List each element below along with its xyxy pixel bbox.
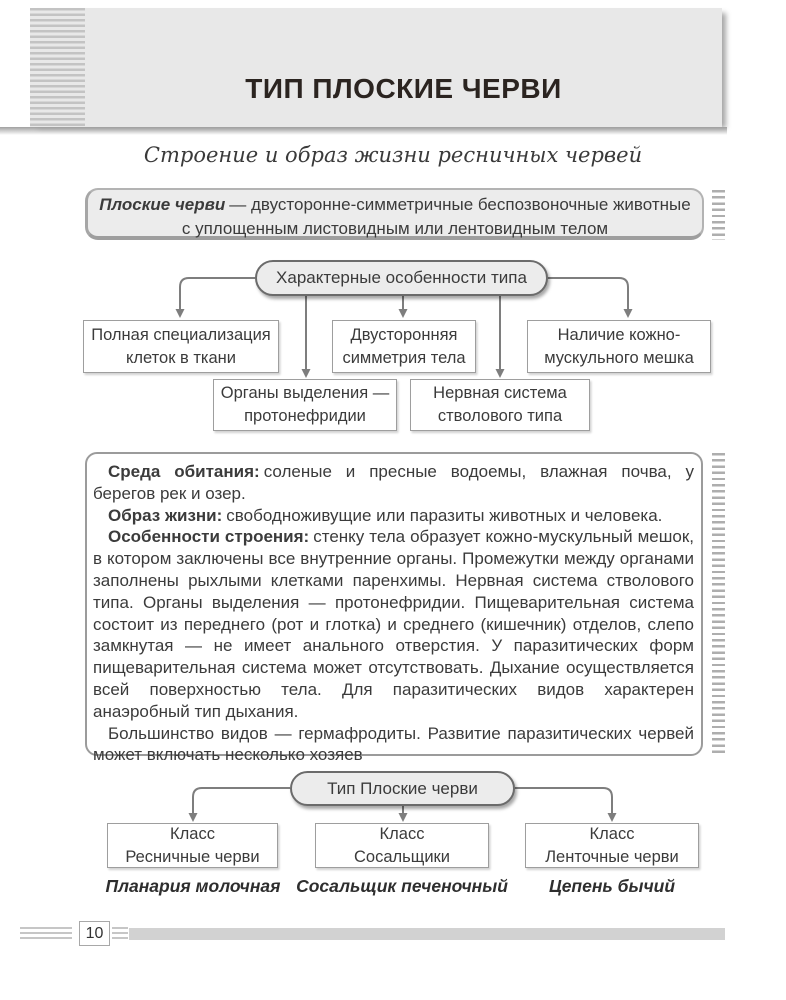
page-number: 10 <box>79 921 110 946</box>
footer-bar <box>129 928 725 940</box>
paragraph-habitat: Среда обитания:соленые и пресные водоемы… <box>93 462 694 503</box>
example-planaria: Планария молочная <box>105 876 281 896</box>
stripe-decoration <box>30 8 85 127</box>
paragraph-label: Образ жизни: <box>108 505 223 525</box>
definition-rest: — двусторонне-симметричные беспозвоночны… <box>229 195 691 214</box>
paragraph-structure: Особенности строения:стенку тела образуе… <box>93 527 694 721</box>
hatch-decoration <box>712 453 725 755</box>
feature-box-specialization: Полная специализация клеток в ткани <box>83 320 279 373</box>
paragraph-lifestyle: Образ жизни:свободноживущие или паразиты… <box>108 505 663 525</box>
feature-box-symmetry: Двусторонняя симметрия тела <box>332 320 476 373</box>
definition-line2: с уплощенным листовидным или лентовидным… <box>181 219 609 238</box>
paragraph-label: Среда обитания: <box>108 462 260 481</box>
footer-rule-right <box>112 927 128 939</box>
paragraph-label: Особенности строения: <box>108 527 310 547</box>
info-box: Среда обитания:соленые и пресные водоемы… <box>85 452 703 764</box>
features-root-node: Характерные особенности типа <box>255 260 548 296</box>
example-tapeworm: Цепень бычий <box>548 876 676 896</box>
footer-rule-left <box>20 927 72 939</box>
paragraph-reproduction: Большинство видов — гермафродиты. Развит… <box>93 723 694 765</box>
header-shadow-rule <box>0 127 727 135</box>
definition-term: Плоские черви <box>99 195 226 214</box>
feature-box-protonephridia: Органы выделения — протонефридии <box>213 379 397 431</box>
hatch-decoration <box>712 190 725 240</box>
feature-box-muscle-sac: Наличие кожно-мускульного мешка <box>527 320 711 373</box>
definition-line1: Плоские черви— двусторонне-симметричные … <box>88 193 702 217</box>
chapter-header-banner: ТИП ПЛОСКИЕ ЧЕРВИ <box>30 8 722 127</box>
type-root-node: Тип Плоские черви <box>290 771 515 806</box>
page-title: ТИП ПЛОСКИЕ ЧЕРВИ <box>245 72 562 104</box>
feature-box-nervous-system: Нервная система стволового типа <box>410 379 590 431</box>
definition-box: Плоские черви— двусторонне-симметричные … <box>85 188 704 240</box>
section-subtitle: Строение и образ жизни ресничных червей <box>143 143 643 167</box>
example-fluke: Сосальщик печеночный <box>296 876 508 896</box>
